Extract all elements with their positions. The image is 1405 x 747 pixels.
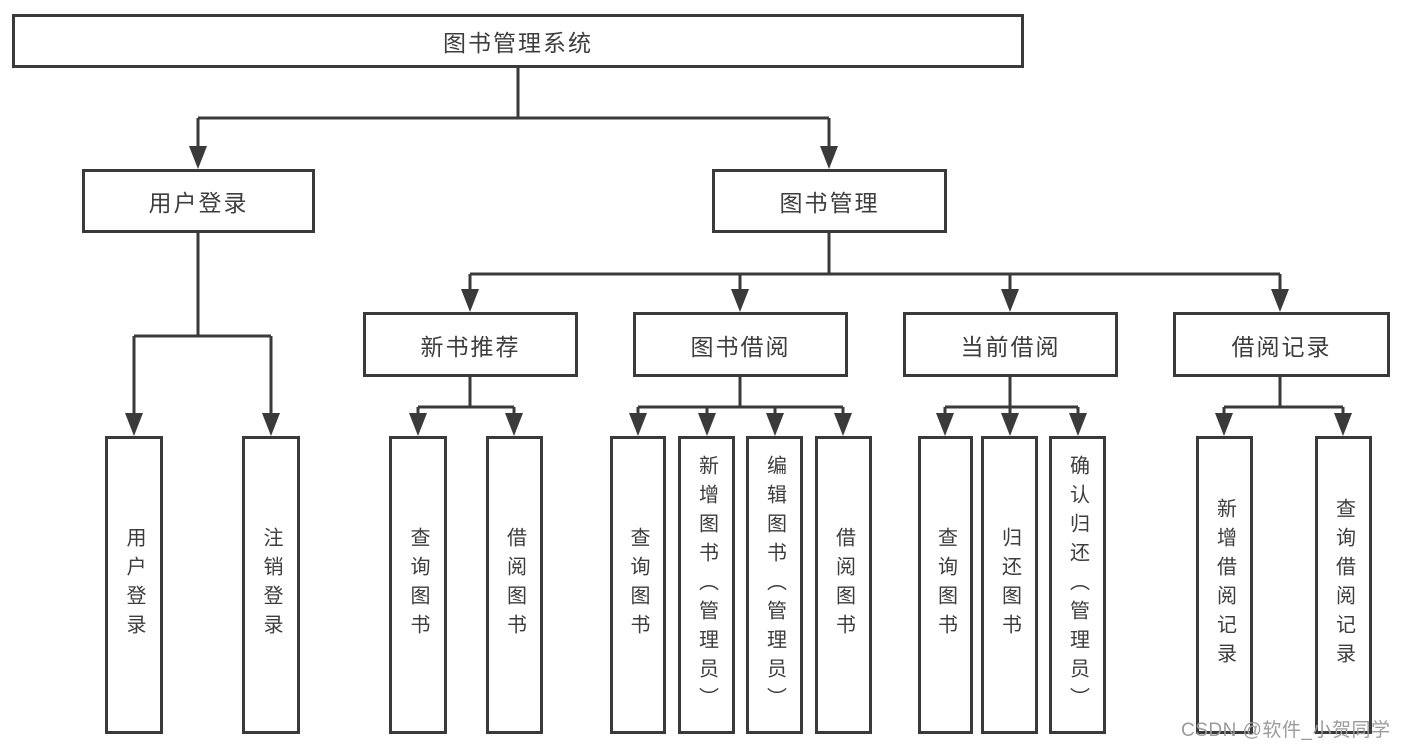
leaf-return-book: 归还图书	[981, 436, 1038, 734]
leaf-recommend-borrow-book: 借阅图书	[486, 436, 543, 734]
node-book-management: 图书管理	[712, 169, 947, 233]
node-root-system: 图书管理系统	[12, 14, 1024, 68]
leaf-user-login: 用户登录	[105, 436, 163, 734]
leaf-confirm-return-admin: 确认归还（管理员）	[1049, 436, 1106, 734]
node-new-book-recommend: 新书推荐	[363, 312, 578, 377]
node-user-login: 用户登录	[82, 169, 315, 233]
leaf-query-borrow-record: 查询借阅记录	[1315, 436, 1372, 734]
leaf-borrow-query-book: 查询图书	[610, 436, 666, 734]
leaf-logout: 注销登录	[242, 436, 300, 734]
leaf-add-book-admin: 新增图书（管理员）	[678, 436, 735, 734]
leaf-borrow-book: 借阅图书	[815, 436, 872, 734]
leaf-recommend-query-book: 查询图书	[389, 436, 447, 734]
node-current-borrow: 当前借阅	[903, 312, 1118, 377]
leaf-add-borrow-record: 新增借阅记录	[1196, 436, 1253, 734]
node-borrow-records: 借阅记录	[1173, 312, 1390, 377]
leaf-edit-book-admin: 编辑图书（管理员）	[746, 436, 803, 734]
leaf-current-query-book: 查询图书	[918, 436, 973, 734]
node-book-borrow: 图书借阅	[633, 312, 848, 377]
csdn-watermark: CSDN @软件_小贺同学	[1181, 720, 1391, 741]
